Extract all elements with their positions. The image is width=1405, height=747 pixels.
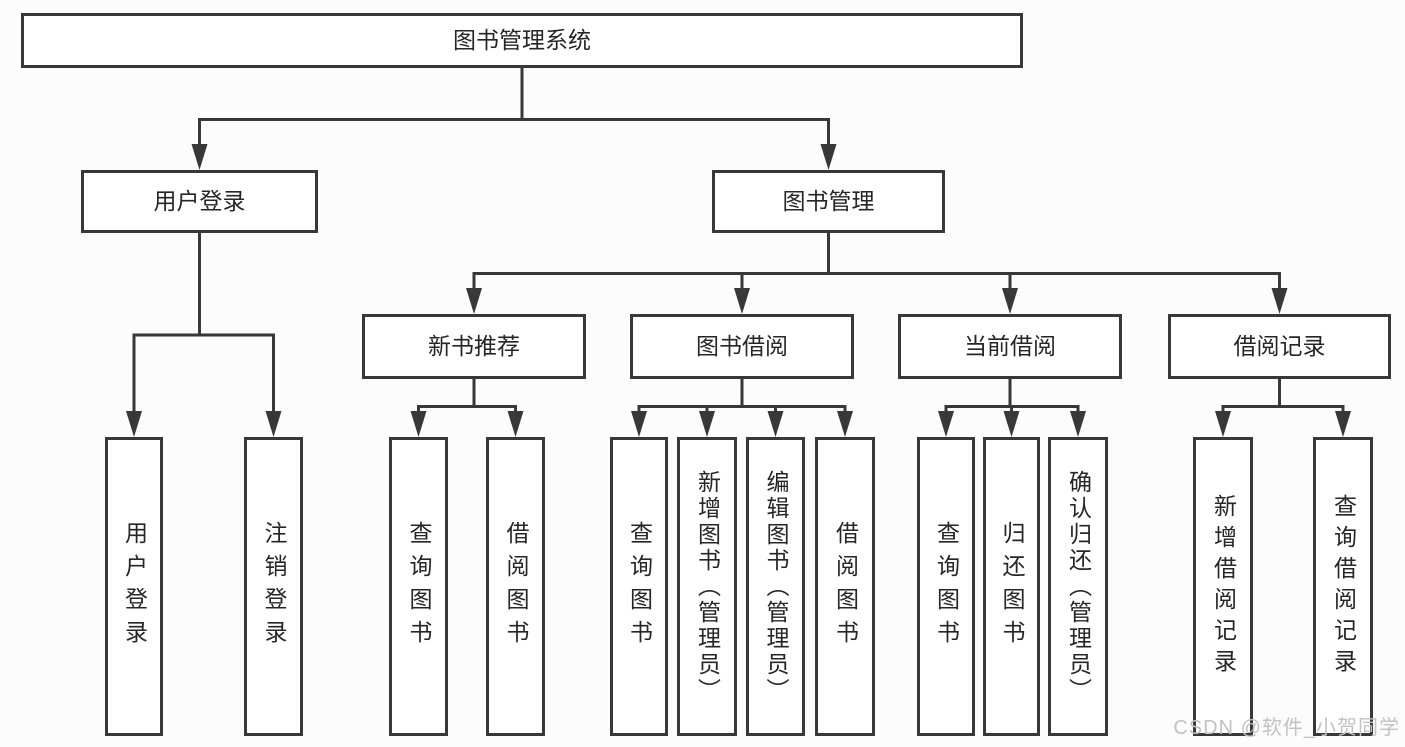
node-book-management: 图书管理	[712, 170, 945, 233]
node-current-return-books: 归还图书	[983, 437, 1040, 736]
arrow-down-icon	[631, 411, 647, 437]
node-current-borrowing: 当前借阅	[898, 314, 1122, 379]
arrow-down-icon	[126, 411, 142, 437]
tree-edges	[132, 68, 1345, 415]
arrowheads	[126, 144, 1351, 437]
node-borrowing-records: 借阅记录	[1168, 314, 1391, 379]
node-borrowing-query-books: 查询图书	[610, 437, 668, 736]
node-current-confirm-return-admin: 确认归还（管理员）	[1048, 437, 1108, 736]
arrow-down-icon	[767, 411, 784, 437]
csdn-watermark: CSDN @软件_小贺同学	[1173, 717, 1400, 739]
arrow-down-icon	[410, 411, 427, 437]
node-borrowing-borrow-books: 借阅图书	[815, 437, 875, 736]
node-borrowing-edit-books-admin: 编辑图书（管理员）	[746, 437, 805, 736]
node-library-management-system: 图书管理系统	[21, 13, 1023, 68]
arrow-down-icon	[507, 411, 524, 437]
arrow-down-icon	[191, 144, 208, 170]
node-newbook-query-books: 查询图书	[389, 437, 448, 736]
node-borrowing-add-books-admin: 新增图书（管理员）	[677, 437, 737, 736]
arrow-down-icon	[837, 411, 853, 437]
node-book-borrowing: 图书借阅	[630, 314, 854, 379]
arrow-down-icon	[1070, 411, 1086, 437]
node-logout: 注销登录	[244, 437, 303, 736]
arrow-down-icon	[820, 144, 837, 170]
node-newbook-borrow-books: 借阅图书	[486, 437, 545, 736]
node-new-book-recommend: 新书推荐	[362, 314, 586, 379]
arrow-down-icon	[734, 288, 750, 314]
arrow-down-icon	[265, 411, 282, 437]
arrow-down-icon	[699, 411, 715, 437]
node-records-add-borrow-record: 新增借阅记录	[1193, 437, 1253, 736]
arrow-down-icon	[1002, 288, 1018, 314]
arrow-down-icon	[1335, 411, 1351, 437]
arrow-down-icon	[466, 288, 482, 314]
arrow-down-icon	[1003, 411, 1020, 437]
arrow-down-icon	[1271, 288, 1288, 314]
node-records-query-borrow-record: 查询借阅记录	[1313, 437, 1373, 736]
node-current-query-books: 查询图书	[917, 437, 975, 736]
arrow-down-icon	[938, 411, 954, 437]
node-user-login-leaf: 用户登录	[105, 437, 163, 736]
arrow-down-icon	[1215, 411, 1231, 437]
node-user-login: 用户登录	[81, 170, 318, 233]
